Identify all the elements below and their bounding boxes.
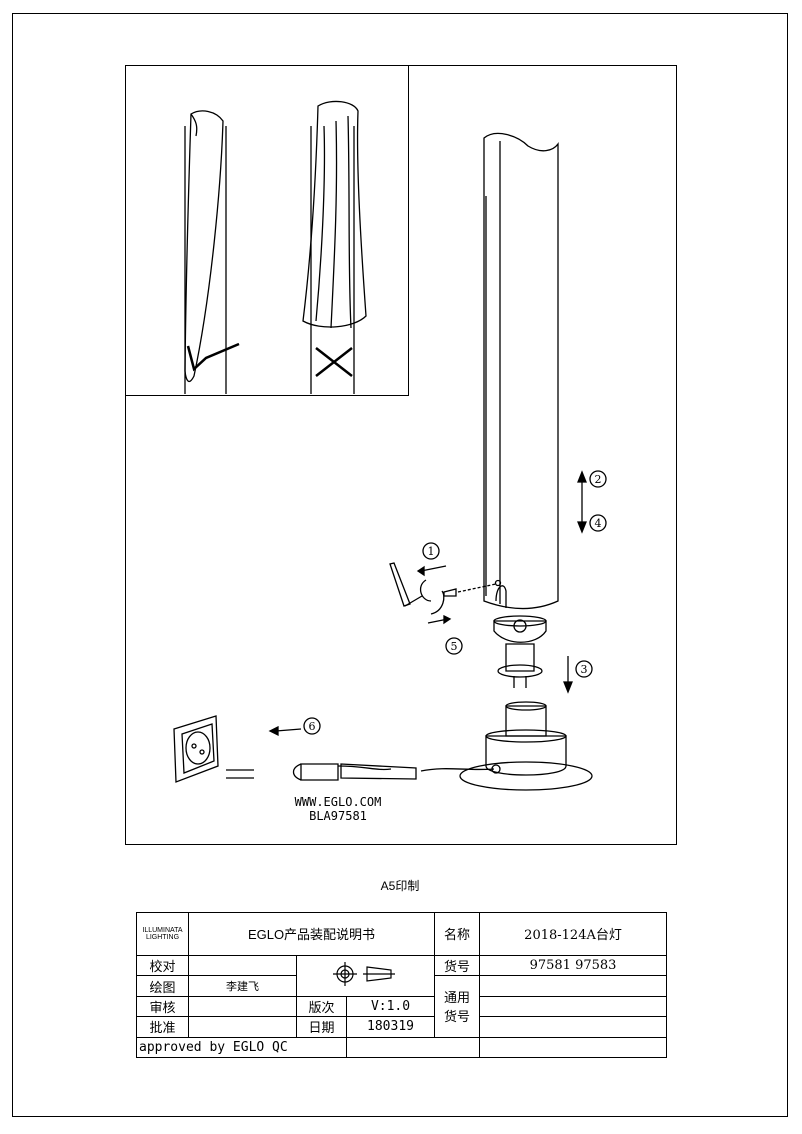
logo-cell: ILLUMINATA LIGHTING (136, 912, 189, 956)
step-label-2: 2 (595, 473, 602, 486)
approved-blank-1 (345, 1036, 481, 1059)
step-label-4: 4 (595, 517, 602, 530)
assembly-illustration: 1 2 3 4 5 6 (173, 100, 607, 791)
name-value: 2018-124A台灯 (479, 912, 668, 956)
step-label-5: 5 (451, 640, 458, 653)
draw-value: 李建飞 (188, 975, 297, 997)
website-and-model-caption: WWW.EGLO.COM BLA97581 (238, 795, 438, 823)
draw-label: 绘图 (136, 975, 189, 997)
step-label-6: 6 (309, 720, 316, 733)
website-url: WWW.EGLO.COM (294, 795, 382, 809)
step-label-1: 1 (428, 545, 435, 558)
general-item-value-2 (479, 995, 668, 1018)
gu10-bulb (493, 615, 593, 694)
approved-note: approved by EGLO QC (136, 1036, 347, 1059)
general-item-label: 通用 货号 (434, 975, 481, 1038)
date-value: 180319 (345, 1016, 436, 1038)
correct-shade-figure (184, 110, 240, 394)
step-label-3: 3 (581, 663, 588, 676)
approved-blank-2 (479, 1036, 668, 1059)
check-label: 校对 (136, 954, 189, 977)
review-value (188, 995, 297, 1018)
incorrect-shade-figure (302, 100, 367, 394)
general-item-value-1 (479, 975, 668, 997)
item-label: 货号 (434, 954, 481, 977)
model-number: BLA97581 (309, 809, 367, 823)
check-value (188, 954, 297, 977)
general-item-value-3 (479, 1016, 668, 1038)
hex-key-and-screw (389, 542, 497, 655)
assembly-drawing-frame: 1 2 3 4 5 6 WWW.EGLO.COM BLA97581 (125, 65, 677, 845)
projection-symbol (295, 954, 436, 997)
item-value: 97581 97583 (479, 954, 668, 977)
date-label: 日期 (296, 1016, 347, 1038)
lamp-base (459, 701, 593, 791)
version-value: V:1.0 (345, 995, 436, 1018)
page-border (12, 13, 788, 1117)
review-label: 审核 (136, 995, 189, 1018)
approve-label: 批准 (136, 1016, 189, 1038)
shade-orientation-inset (126, 66, 409, 396)
approve-value (188, 1016, 297, 1038)
name-label: 名称 (434, 912, 481, 956)
cord-and-plug (173, 715, 495, 783)
document-title: EGLO产品装配说明书 (187, 912, 436, 956)
up-down-arrow (577, 470, 607, 534)
lamp-shade-figure (483, 132, 559, 610)
version-label: 版次 (296, 995, 347, 1018)
company-logo: ILLUMINATA LIGHTING (142, 926, 183, 941)
print-format-note: A5印制 (380, 879, 420, 893)
title-block: ILLUMINATA LIGHTING EGLO产品装配说明书 名称 2018-… (136, 912, 668, 1059)
